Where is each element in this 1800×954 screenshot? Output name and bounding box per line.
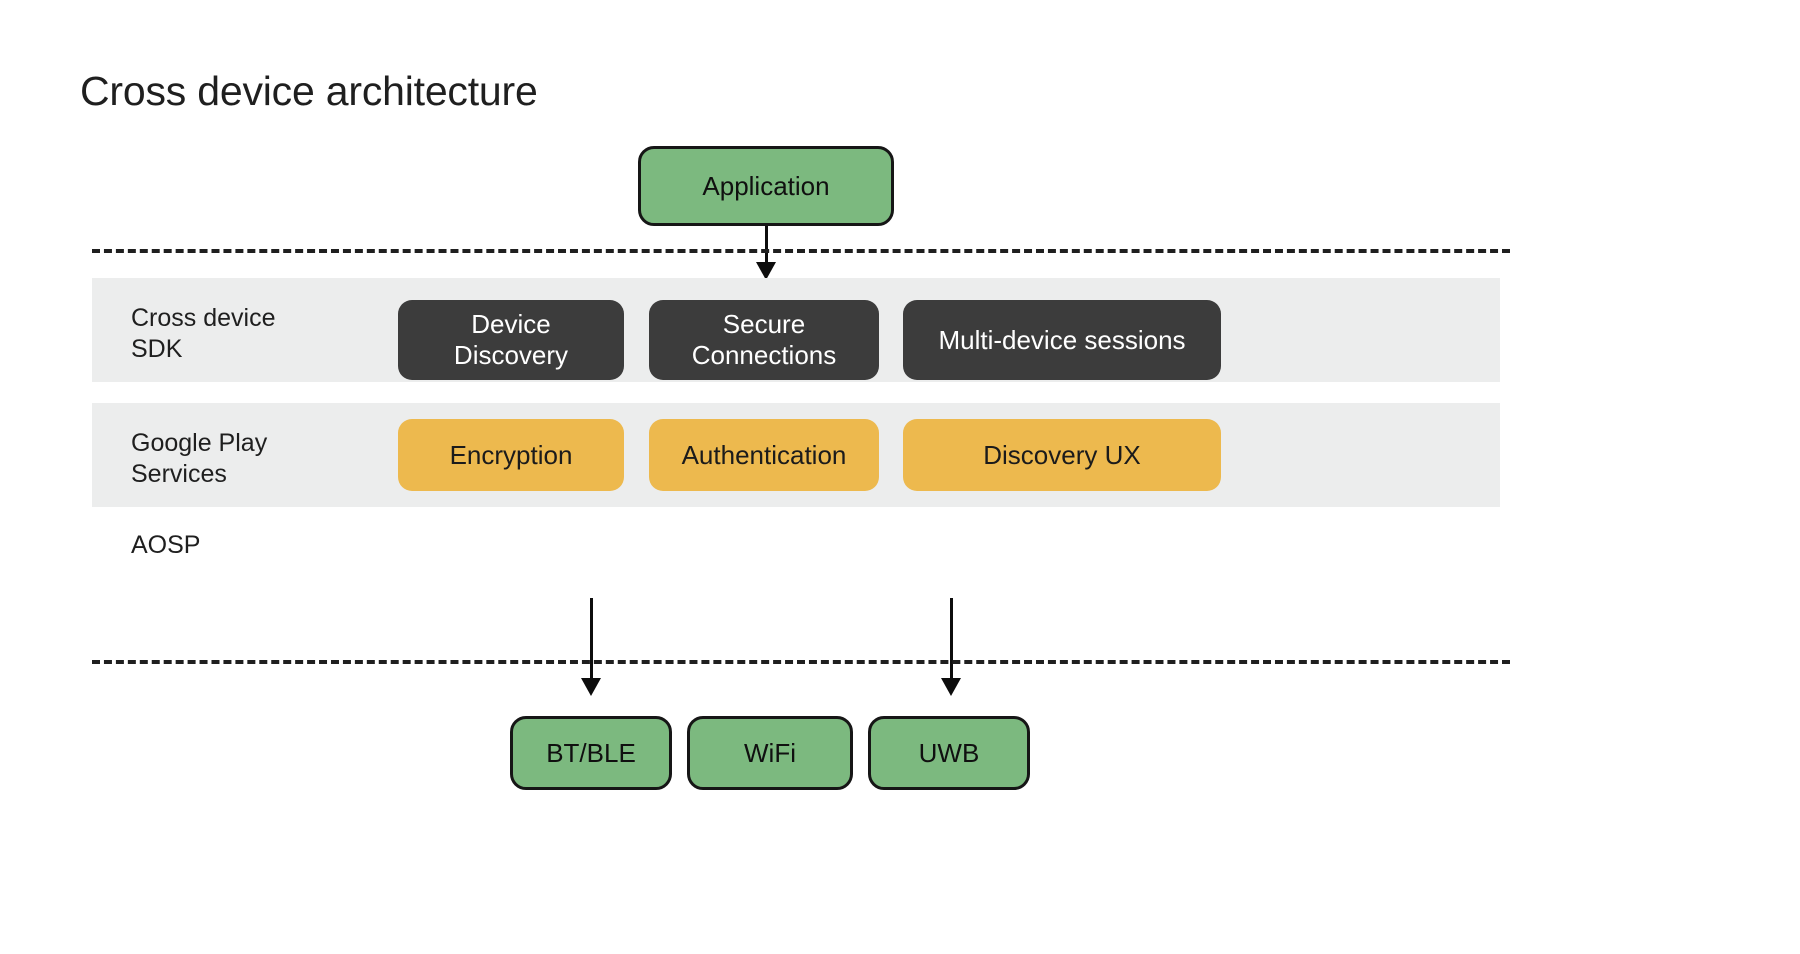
arrow-encryption-to-bt-ble-head [581, 678, 601, 696]
layer-label-google-play-services: Google Play Services [131, 429, 268, 488]
arrow-application-to-sdk-head [756, 262, 776, 280]
arrow-discovery-ux-to-uwb-line [950, 598, 953, 686]
node-uwb[interactable]: UWB [868, 716, 1030, 790]
arrow-discovery-ux-to-uwb-head [941, 678, 961, 696]
node-authentication[interactable]: Authentication [649, 419, 879, 491]
node-secure-connections[interactable]: Secure Connections [649, 300, 879, 380]
node-multi-device-sessions[interactable]: Multi-device sessions [903, 300, 1221, 380]
arrow-encryption-to-bt-ble-line [590, 598, 593, 686]
node-bt-ble[interactable]: BT/BLE [510, 716, 672, 790]
layer-label-aosp: AOSP [131, 531, 201, 559]
node-encryption[interactable]: Encryption [398, 419, 624, 491]
boundary-bottom-dashed [92, 660, 1510, 664]
layer-label-cross-device-sdk: Cross device SDK [131, 304, 276, 363]
node-application[interactable]: Application [638, 146, 894, 226]
node-discovery-ux[interactable]: Discovery UX [903, 419, 1221, 491]
node-device-discovery[interactable]: Device Discovery [398, 300, 624, 380]
page-title: Cross device architecture [80, 68, 538, 114]
boundary-top-dashed [92, 249, 1510, 253]
node-wifi[interactable]: WiFi [687, 716, 853, 790]
